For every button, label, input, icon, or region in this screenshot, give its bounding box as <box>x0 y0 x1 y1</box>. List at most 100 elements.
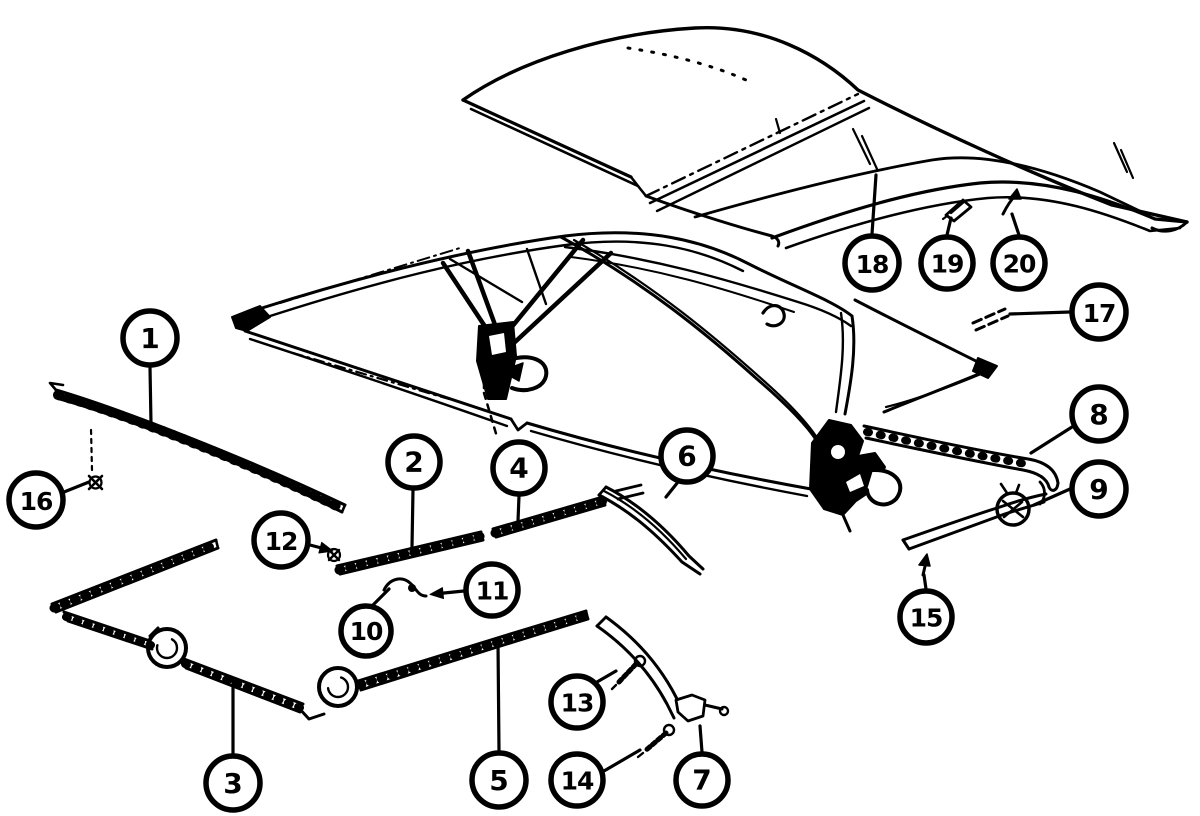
front-bow-seal-part2 <box>334 530 487 576</box>
callout-number: 2 <box>404 446 423 479</box>
callout-11[interactable]: 11 <box>429 561 521 619</box>
latch-hook <box>504 355 549 393</box>
callout-circle[interactable] <box>990 234 1048 292</box>
callout-circle[interactable] <box>658 427 716 485</box>
callout-circle[interactable] <box>1069 459 1129 519</box>
callout-number: 12 <box>265 527 298 556</box>
windshield-header-seal-part1 <box>48 381 348 514</box>
rear-side-rail-part7 <box>595 615 730 723</box>
folding-frame-assembly <box>231 231 998 498</box>
hardtop-roof-panel <box>461 25 1189 250</box>
bracket-hook <box>865 467 903 507</box>
callout-circle[interactable] <box>897 588 955 646</box>
callout-number: 6 <box>677 440 696 473</box>
callout-circle[interactable] <box>338 603 394 659</box>
leader-line <box>945 216 953 237</box>
callout-circle[interactable] <box>469 750 529 810</box>
callout-20[interactable]: 20 <box>990 212 1048 292</box>
leader-arrowhead <box>318 541 334 554</box>
callout-number: 17 <box>1083 299 1116 328</box>
tension-hook <box>761 304 786 328</box>
clamp-ring <box>317 666 359 708</box>
screw-part14 <box>636 723 676 759</box>
callout-circle[interactable] <box>1069 384 1129 444</box>
callout-number: 16 <box>20 487 53 516</box>
side-rail-seal-part5 <box>355 609 592 692</box>
callout-circle[interactable] <box>203 753 263 813</box>
callout-circle[interactable] <box>548 673 606 731</box>
callout-16[interactable]: 16 <box>6 470 91 530</box>
alignment-dashline <box>89 427 94 472</box>
callout-number: 5 <box>489 764 508 797</box>
strip-hatching <box>62 613 155 649</box>
corner-seal-part6 <box>597 485 705 576</box>
strip-hatching <box>334 531 487 575</box>
leader-line <box>410 488 415 549</box>
callout-circle[interactable] <box>490 439 548 497</box>
pin-part20 <box>1001 188 1022 216</box>
leader-line <box>870 173 878 236</box>
leader-line <box>1029 425 1074 455</box>
leader-line <box>496 641 501 753</box>
callout-4[interactable]: 4 <box>490 439 548 523</box>
leader-line <box>148 365 153 426</box>
roof-dotted-contour <box>626 46 748 82</box>
callout-number: 14 <box>561 767 594 796</box>
leader-line <box>698 724 704 754</box>
strip-hatching <box>53 390 348 514</box>
strip-hatching <box>490 496 609 538</box>
leader-line <box>602 748 642 773</box>
callout-14[interactable]: 14 <box>548 748 642 809</box>
callout-circle[interactable] <box>918 234 976 292</box>
strip-hatching <box>49 539 222 613</box>
leader-line <box>664 480 680 499</box>
callout-number: 18 <box>856 250 889 279</box>
callout-10[interactable]: 10 <box>338 587 394 659</box>
leader-line <box>1010 212 1021 237</box>
callout-13[interactable]: 13 <box>548 669 618 731</box>
screw-part13 <box>610 654 647 691</box>
callout-circle[interactable] <box>385 433 443 491</box>
callout-number: 13 <box>561 689 594 718</box>
callout-1[interactable]: 1 <box>120 308 180 426</box>
callout-19[interactable]: 19 <box>918 216 976 292</box>
callout-9[interactable]: 9 <box>1032 459 1129 519</box>
callout-17[interactable]: 17 <box>1008 282 1129 342</box>
callout-circle[interactable] <box>1069 282 1129 342</box>
callout-circle[interactable] <box>842 233 902 293</box>
callout-18[interactable]: 18 <box>842 173 902 293</box>
callout-6[interactable]: 6 <box>658 427 716 499</box>
callout-number: 11 <box>476 577 509 606</box>
callout-number: 10 <box>350 617 383 646</box>
strip-hatching <box>181 660 305 712</box>
callout-8[interactable]: 8 <box>1029 384 1129 455</box>
callout-7[interactable]: 7 <box>673 724 731 809</box>
rail-hatching <box>863 428 1030 468</box>
strip-hatching <box>355 610 592 690</box>
callout-number: 15 <box>910 604 943 633</box>
callout-3[interactable]: 3 <box>203 677 263 813</box>
callout-circle[interactable] <box>6 470 66 530</box>
callout-circle[interactable] <box>251 510 311 570</box>
callout-number: 20 <box>1003 250 1036 279</box>
callout-number: 8 <box>1089 398 1108 431</box>
callout-circle[interactable] <box>463 561 521 619</box>
fabric-edge-dashline <box>291 351 451 401</box>
bracket-clip-part10-11 <box>382 577 428 598</box>
molding-part17 <box>971 307 1010 332</box>
callout-12[interactable]: 12 <box>251 510 334 570</box>
callout-5[interactable]: 5 <box>469 641 529 810</box>
callout-2[interactable]: 2 <box>385 433 443 549</box>
leader-line <box>371 587 391 607</box>
grommet <box>995 491 1031 527</box>
clamp-ring <box>146 627 188 669</box>
callout-number: 9 <box>1089 473 1108 506</box>
front-latch-bracket <box>476 321 517 400</box>
callout-circle[interactable] <box>120 308 180 368</box>
callout-circle[interactable] <box>673 751 731 809</box>
callout-15[interactable]: 15 <box>897 573 955 646</box>
callout-circle[interactable] <box>548 751 606 809</box>
header-bow-with-clamps-part3 <box>49 538 359 721</box>
